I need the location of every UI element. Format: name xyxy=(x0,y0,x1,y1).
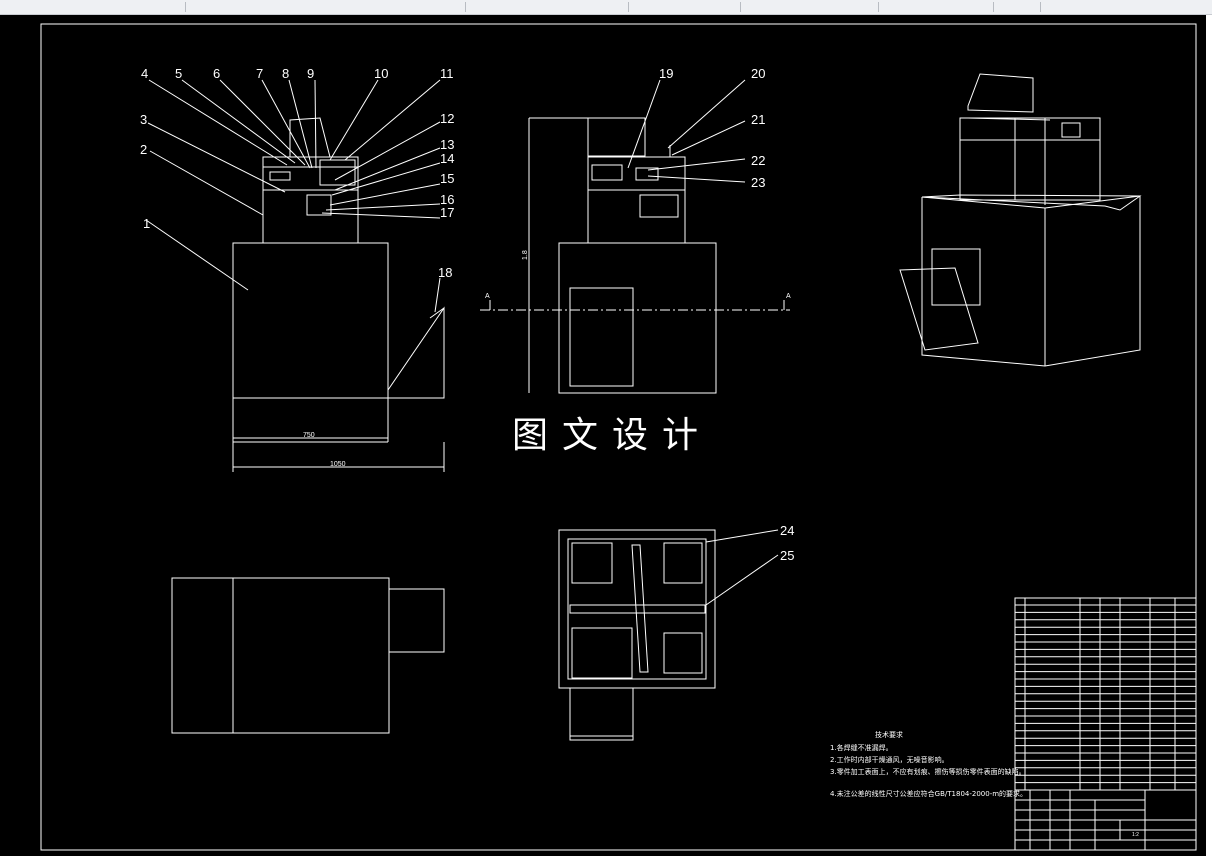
tab-separator xyxy=(740,2,741,12)
cad-drawing-canvas[interactable]: 1 2 3 4 5 6 7 8 9 10 11 12 13 14 15 16 1… xyxy=(0,15,1206,856)
viewer-tab-bar[interactable] xyxy=(0,0,1212,15)
dimension-height: 1.8 xyxy=(522,250,529,260)
drawing-frame xyxy=(40,23,1197,851)
section-marker-right: A xyxy=(786,293,791,300)
part-label-5: 5 xyxy=(175,66,182,81)
section-marker-left: A xyxy=(485,293,490,300)
isometric-view xyxy=(899,73,1142,367)
part-label-24: 24 xyxy=(780,523,794,538)
tech-req-line-3: 3.零件加工表面上，不应有划痕、擦伤等损伤零件表面的缺陷。 xyxy=(830,767,1026,776)
part-label-25: 25 xyxy=(780,548,794,563)
part-label-2: 2 xyxy=(140,142,147,157)
part-label-7: 7 xyxy=(256,66,263,81)
tab-separator xyxy=(628,2,629,12)
bottom-margin xyxy=(0,856,1206,862)
side-view-part-labels: 19 20 21 22 23 A A 1.8 xyxy=(485,66,791,300)
part-label-13: 13 xyxy=(440,137,454,152)
section-part-labels: 24 25 xyxy=(780,523,794,563)
tech-req-line-2: 2.工作时内部干燥通风，无噪音影响。 xyxy=(830,755,949,764)
section-view xyxy=(558,529,779,741)
part-label-12: 12 xyxy=(440,111,454,126)
drawing-svg: 1 2 3 4 5 6 7 8 9 10 11 12 13 14 15 16 1… xyxy=(40,23,1197,851)
part-label-6: 6 xyxy=(213,66,220,81)
part-label-4: 4 xyxy=(141,66,148,81)
front-view xyxy=(145,79,445,472)
right-margin xyxy=(1206,15,1212,862)
watermark-text: 图文设计 xyxy=(512,415,712,456)
tech-req-title: 技术要求 xyxy=(875,730,903,739)
dimension-inner-width: 750 xyxy=(303,432,315,439)
part-label-21: 21 xyxy=(751,112,765,127)
tech-req-line-4: 4.未注公差的线性尺寸公差应符合GB/T1804-2000-m的要求。 xyxy=(830,789,1027,798)
tab-separator xyxy=(993,2,994,12)
part-label-23: 23 xyxy=(751,175,765,190)
part-label-9: 9 xyxy=(307,66,314,81)
part-label-19: 19 xyxy=(659,66,673,81)
part-label-16: 16 xyxy=(440,192,454,207)
technical-requirements: 技术要求 1.各焊缝不准漏焊。 2.工作时内部干燥通风，无噪音影响。 3.零件加… xyxy=(830,730,1027,798)
side-view xyxy=(480,79,790,394)
part-label-17: 17 xyxy=(440,205,454,220)
part-label-11: 11 xyxy=(440,66,454,81)
part-label-8: 8 xyxy=(282,66,289,81)
dimension-outer-width: 1050 xyxy=(330,461,346,468)
front-view-part-labels: 1 2 3 4 5 6 7 8 9 10 11 12 13 14 15 16 1… xyxy=(140,66,454,468)
part-label-18: 18 xyxy=(438,265,452,280)
top-view xyxy=(171,577,445,734)
tab-separator xyxy=(878,2,879,12)
part-label-3: 3 xyxy=(140,112,147,127)
part-label-22: 22 xyxy=(751,153,765,168)
part-label-10: 10 xyxy=(374,66,388,81)
tech-req-line-1: 1.各焊缝不准漏焊。 xyxy=(830,743,893,752)
part-label-15: 15 xyxy=(440,171,454,186)
parts-list-table xyxy=(1014,597,1197,791)
part-label-14: 14 xyxy=(440,151,454,166)
title-block-scale: 1:2 xyxy=(1132,832,1139,838)
title-block: 1:2 xyxy=(1014,789,1197,851)
tab-separator xyxy=(185,2,186,12)
tab-separator xyxy=(1040,2,1041,12)
part-label-20: 20 xyxy=(751,66,765,81)
tab-separator xyxy=(465,2,466,12)
part-label-1: 1 xyxy=(143,216,150,231)
